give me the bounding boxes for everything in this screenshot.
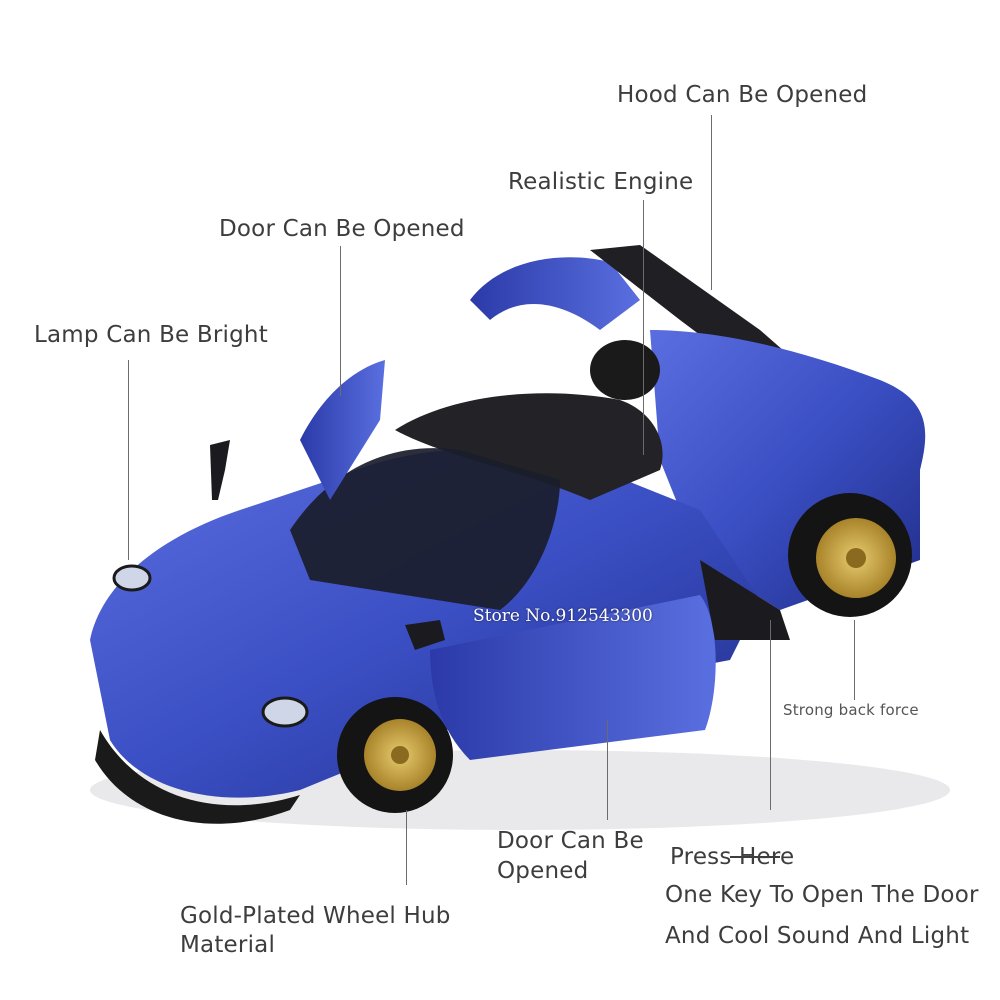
- leader-engine: [643, 200, 644, 455]
- leader-press: [770, 620, 771, 810]
- callout-one-key-line1: One Key To Open The Door: [665, 882, 979, 908]
- store-watermark: Store No.912543300: [473, 606, 653, 626]
- leader-back-force: [854, 620, 855, 700]
- callout-door-bottom-line2: Opened: [497, 858, 589, 884]
- headlight-left: [112, 564, 152, 592]
- leader-lamp: [128, 360, 129, 560]
- leader-door-bottom: [607, 720, 608, 820]
- leader-wheel: [406, 810, 407, 885]
- callout-back-force: Strong back force: [783, 701, 919, 719]
- front-door-open: [300, 360, 385, 500]
- rear-gull-door: [470, 257, 640, 330]
- callout-engine: Realistic Engine: [508, 169, 694, 195]
- callout-wheel-line2: Material: [180, 932, 276, 958]
- headlight-right: [261, 696, 309, 728]
- callout-lamp: Lamp Can Be Bright: [34, 322, 268, 348]
- callout-wheel-line1: Gold-Plated Wheel Hub: [180, 903, 451, 929]
- leader-hood: [711, 115, 712, 290]
- callout-door-bottom-line1: Door Can Be: [497, 828, 644, 854]
- front-splitter: [95, 730, 300, 824]
- mirror-left: [210, 440, 230, 500]
- windshield: [290, 448, 560, 610]
- callout-hood: Hood Can Be Opened: [617, 82, 868, 108]
- roof: [395, 393, 663, 500]
- leader-door-top: [340, 246, 341, 396]
- mirror-right: [405, 620, 445, 650]
- press-strike-line: [730, 856, 780, 858]
- callout-door-top: Door Can Be Opened: [219, 216, 465, 242]
- side-door-open: [430, 595, 716, 760]
- callout-one-key-line2: And Cool Sound And Light: [665, 923, 970, 949]
